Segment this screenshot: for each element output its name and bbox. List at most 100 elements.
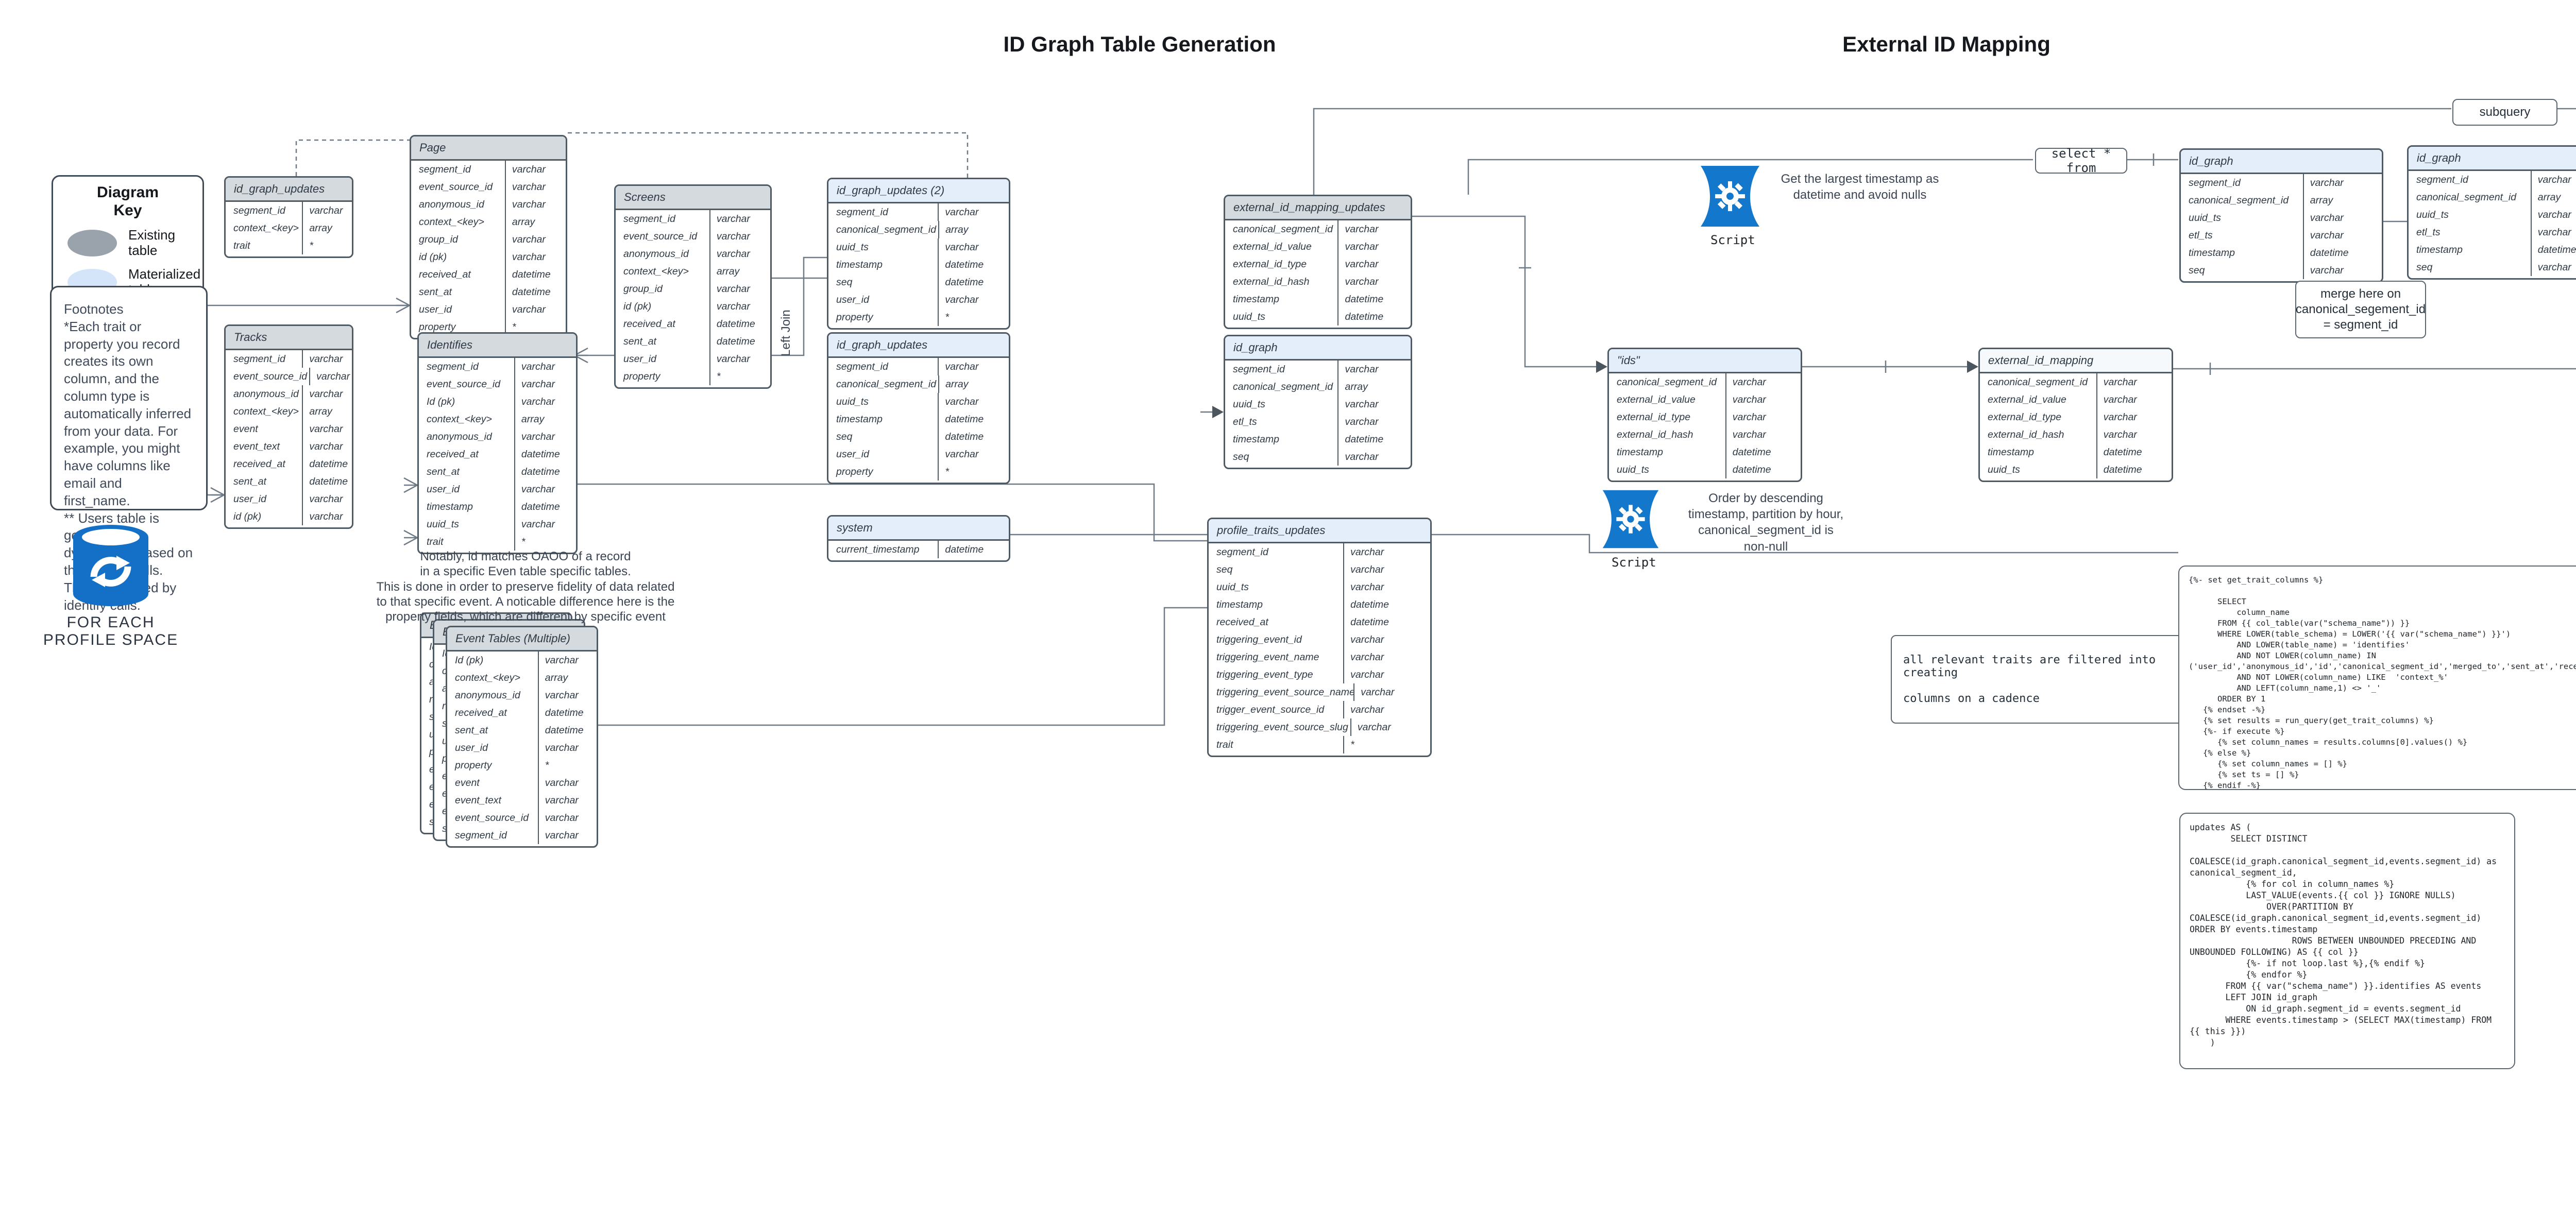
field-name: seq <box>2416 261 2433 273</box>
field-name: triggering_event_source_slug <box>1216 721 1348 733</box>
field-type: array <box>2530 188 2576 206</box>
field-type: varchar <box>514 428 576 445</box>
field-type: varchar <box>537 792 597 809</box>
field-name: user_id <box>233 493 266 505</box>
script-2-note: Order by descending timestamp, partition… <box>1688 491 1844 554</box>
field-type: varchar <box>2096 391 2172 408</box>
field-type: varchar <box>709 280 770 298</box>
field-type: varchar <box>1337 361 1411 378</box>
field-type: datetime <box>938 428 1009 445</box>
script-icon-2[interactable] <box>1600 488 1662 553</box>
table-row: id (pk)varchar <box>616 298 770 315</box>
field-type: array <box>302 219 352 237</box>
field-name: property <box>836 311 873 323</box>
field-name: triggering_event_id <box>1216 633 1302 645</box>
diagram-key[interactable]: Diagram Key Existing table Materialized … <box>52 175 204 304</box>
field-name: seq <box>1233 451 1249 462</box>
field-type: varchar <box>1343 701 1430 718</box>
database-refresh-icon[interactable] <box>67 523 155 610</box>
merge-note-box[interactable]: merge here on canonical_segement_id = se… <box>2295 281 2426 338</box>
field-type: datetime <box>514 463 576 481</box>
table-title: Screens <box>624 191 666 203</box>
field-type: varchar <box>709 210 770 228</box>
table-row: trait* <box>419 533 576 551</box>
table-title: external_id_mapping_updates <box>1233 201 1385 214</box>
field-type: varchar <box>537 652 597 669</box>
subquery-box[interactable]: subquery <box>2452 99 2557 126</box>
table-row: external_id_value varchar <box>1980 391 2172 408</box>
field-type: varchar <box>938 238 1009 256</box>
field-type: datetime <box>938 256 1009 273</box>
footnotes-box[interactable]: Footnotes *Each trait or property you re… <box>50 286 208 613</box>
field-type: array <box>1337 378 1411 396</box>
field-type: varchar <box>2096 408 2172 426</box>
field-name: external_id_hash <box>1233 276 1310 287</box>
field-name: timestamp <box>836 259 883 270</box>
field-type: array <box>302 403 352 420</box>
field-name: event_text <box>233 440 280 452</box>
field-type: datetime <box>1337 431 1411 448</box>
field-name: uuid_ts <box>1233 398 1265 410</box>
table-row: context_<key>array <box>616 263 770 280</box>
field-name: event <box>455 777 480 789</box>
select-from-box[interactable]: select * from <box>2035 146 2127 175</box>
field-type: varchar <box>302 202 352 219</box>
field-type: varchar <box>302 438 352 455</box>
table-title: id_graph_updates <box>837 338 928 351</box>
field-name: external_id_value <box>1988 393 2066 405</box>
field-type: * <box>504 318 566 336</box>
field-name: uuid_ts <box>2189 212 2221 224</box>
field-type: varchar <box>504 248 566 266</box>
sql-block-updates[interactable]: updates AS ( SELECT DISTINCT COALESCE(id… <box>2179 813 2515 1069</box>
script-icon[interactable] <box>1698 164 1762 231</box>
field-type: datetime <box>2530 241 2576 259</box>
table-title: Tracks <box>234 331 267 344</box>
field-type: varchar <box>514 393 576 410</box>
field-type: varchar <box>938 393 1009 410</box>
field-type: varchar <box>709 228 770 245</box>
field-type: * <box>938 308 1009 326</box>
field-name: canonical_segment_id <box>2189 194 2289 206</box>
field-name: seq <box>1216 563 1233 575</box>
traits-filter-note-box[interactable]: all relevant traits are filtered into cr… <box>1891 635 2192 724</box>
field-name: trait <box>233 239 250 251</box>
field-name: user_id <box>419 303 452 315</box>
field-type: datetime <box>1725 461 1801 478</box>
sql-block-trait-columns[interactable]: {%- set get_trait_columns %} SELECT colu… <box>2178 565 2576 790</box>
field-type: datetime <box>1343 613 1430 631</box>
